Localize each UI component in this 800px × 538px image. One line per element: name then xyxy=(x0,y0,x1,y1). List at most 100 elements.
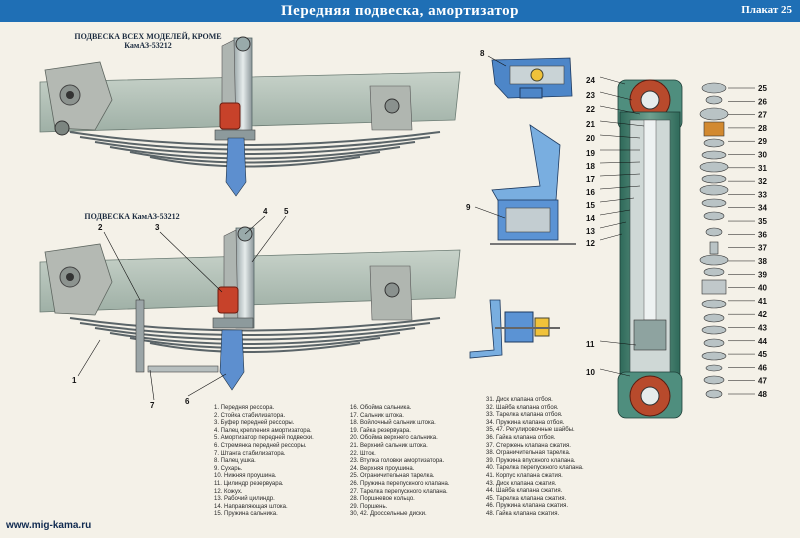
lower-suspension-heading: ПОДВЕСКА КамАЗ-53212 xyxy=(84,212,180,221)
part-callout-40: 40 xyxy=(758,284,767,293)
part-callout-44: 44 xyxy=(758,337,767,346)
upper-rear-bracket xyxy=(369,85,413,131)
legend-item: 23. Втулка головки амортизатора. xyxy=(350,458,445,465)
legend-item: 17. Сальник штока. xyxy=(350,412,404,419)
detail-8-drawing xyxy=(487,55,573,99)
legend-item: 31. Диск клапана отбоя. xyxy=(486,397,553,403)
callout-6: 6 xyxy=(185,397,190,406)
legend-item: 48. Гайка клапана сжатия. xyxy=(486,510,560,517)
legend-item: 13. Рабочий цилиндр. xyxy=(214,496,275,503)
part-callout-48: 48 xyxy=(758,390,767,399)
shock-callout-19: 19 xyxy=(586,149,595,158)
callout-4: 4 xyxy=(263,207,268,216)
shock-callout-12: 12 xyxy=(586,239,595,248)
detail-9-drawing xyxy=(474,124,576,245)
legend-item: 38. Ограничительная тарелка. xyxy=(486,450,571,457)
upper-front-bracket xyxy=(44,61,113,136)
part-callout-39: 39 xyxy=(758,270,767,279)
legend-item: 41. Корпус клапана сжатия. xyxy=(486,472,563,479)
part-callout-28: 28 xyxy=(758,124,767,133)
lower-spring-clamp xyxy=(212,317,254,329)
legend-item: 27. Тарелка перепускного клапана. xyxy=(350,488,448,495)
legend-item: 8. Палец ушка. xyxy=(214,458,256,465)
legend-item: 37. Стержень клапана сжатия. xyxy=(486,442,571,449)
legend-item: 34. Пружина клапана отбоя. xyxy=(486,419,565,426)
lower-front-bracket xyxy=(44,243,113,316)
legend-item: 22. Шток. xyxy=(350,450,376,457)
legend-item: 21. Верхний сальник штока. xyxy=(350,442,428,449)
legend-item: 43. Диск клапана сжатия. xyxy=(486,480,557,487)
legend-item: 46. Пружина клапана сжатия. xyxy=(486,503,569,510)
shock-callout-10: 10 xyxy=(586,368,595,377)
shock-callout-11: 11 xyxy=(586,340,595,349)
part-callout-32: 32 xyxy=(758,177,767,186)
legend-item: 28. Поршневое кольцо. xyxy=(350,496,415,503)
legend-item: 32. Шайба клапана отбоя. xyxy=(486,404,559,411)
shock-callout-24: 24 xyxy=(586,76,595,85)
part-callout-38: 38 xyxy=(758,257,767,266)
legend-item: 25. Ограничительная тарелка. xyxy=(350,473,435,480)
shock-callout-14: 14 xyxy=(586,214,595,223)
shock-right-labels: 2526272829303132333435363738394041424344… xyxy=(758,84,767,399)
callout-9: 9 xyxy=(466,203,471,212)
shock-callout-13: 13 xyxy=(586,227,595,236)
upper-suspension-heading: ПОДВЕСКА ВСЕХ МОДЕЛЕЙ, КРОМЕ КамАЗ-53212 xyxy=(74,32,222,50)
legend-item: 40. Тарелка перепускного клапана. xyxy=(486,465,584,472)
part-callout-31: 31 xyxy=(758,164,767,173)
part-callout-36: 36 xyxy=(758,230,767,239)
legend-item: 7. Штанга стабилизатора. xyxy=(214,450,286,457)
lower-spring-buffer xyxy=(217,286,239,314)
legend-item: 45. Тарелка клапана сжатия. xyxy=(486,495,567,502)
lower-callout-lines xyxy=(77,215,287,401)
upper-spring-buffer xyxy=(219,102,241,130)
shock-callout-17: 17 xyxy=(586,175,595,184)
legend-column-3: 31. Диск клапана отбоя.32. Шайба клапана… xyxy=(486,397,584,519)
legend-item: 11. Цилиндр резервуара. xyxy=(214,480,284,487)
upper-axle-beam xyxy=(225,137,247,197)
part-callout-46: 46 xyxy=(758,363,767,372)
legend-item: 5. Амортизатор передней подвески. xyxy=(214,435,314,442)
callout-5: 5 xyxy=(284,207,289,216)
part-callout-33: 33 xyxy=(758,190,767,199)
legend-column-2: 16. Обойма сальника.17. Сальник штока.18… xyxy=(350,405,450,519)
legend-item: 16. Обойма сальника. xyxy=(350,405,412,411)
title-banner xyxy=(0,0,800,22)
shock-callout-15: 15 xyxy=(586,201,595,210)
legend-item: 10. Нижняя проушина. xyxy=(214,473,277,480)
shock-callout-23: 23 xyxy=(586,91,595,100)
legend-item: 3. Буфер передней рессоры. xyxy=(214,420,295,427)
part-callout-42: 42 xyxy=(758,310,767,319)
exploded-valve-parts xyxy=(699,82,755,399)
legend-item: 4. Палец крепления амортизатора. xyxy=(214,427,312,434)
lower-rear-bracket xyxy=(369,265,413,321)
shock-callout-18: 18 xyxy=(586,162,595,171)
legend-item: 6. Стремянка передней рессоры. xyxy=(214,442,307,449)
part-callout-26: 26 xyxy=(758,97,767,106)
upper-suspension-drawing xyxy=(39,36,461,197)
stabilizer-assembly xyxy=(135,299,219,373)
legend-item: 2. Стойка стабилизатора. xyxy=(214,412,286,419)
callout-3: 3 xyxy=(155,223,160,232)
legend-item: 18. Войлочный сальник штока. xyxy=(350,420,436,427)
callout-8: 8 xyxy=(480,49,485,58)
legend-item: 1. Передняя рессора. xyxy=(214,405,275,411)
shock-callout-20: 20 xyxy=(586,134,595,143)
legend-item: 14. Направляющая штока. xyxy=(214,503,288,510)
legend-item: 36. Гайка клапана отбоя. xyxy=(486,434,556,441)
shock-callout-16: 16 xyxy=(586,188,595,197)
legend-item: 20. Обойма верхнего сальника. xyxy=(350,435,438,442)
legend-item: 9. Сухарь. xyxy=(214,465,243,472)
part-callout-41: 41 xyxy=(758,297,767,306)
legend-item: 35, 47. Регулировочные шайбы. xyxy=(486,427,575,434)
lower-leaf-spring xyxy=(69,317,441,353)
part-callout-30: 30 xyxy=(758,151,767,160)
part-callout-35: 35 xyxy=(758,217,767,226)
page-title: Передняя подвеска, амортизатор xyxy=(281,3,519,19)
part-callout-25: 25 xyxy=(758,84,767,93)
pin-detail-drawing xyxy=(469,299,560,359)
legend-column-1: 1. Передняя рессора.2. Стойка стабилизат… xyxy=(214,405,314,519)
callout-7: 7 xyxy=(150,401,155,410)
part-callout-27: 27 xyxy=(758,111,767,120)
upper-leaf-spring xyxy=(69,131,441,168)
